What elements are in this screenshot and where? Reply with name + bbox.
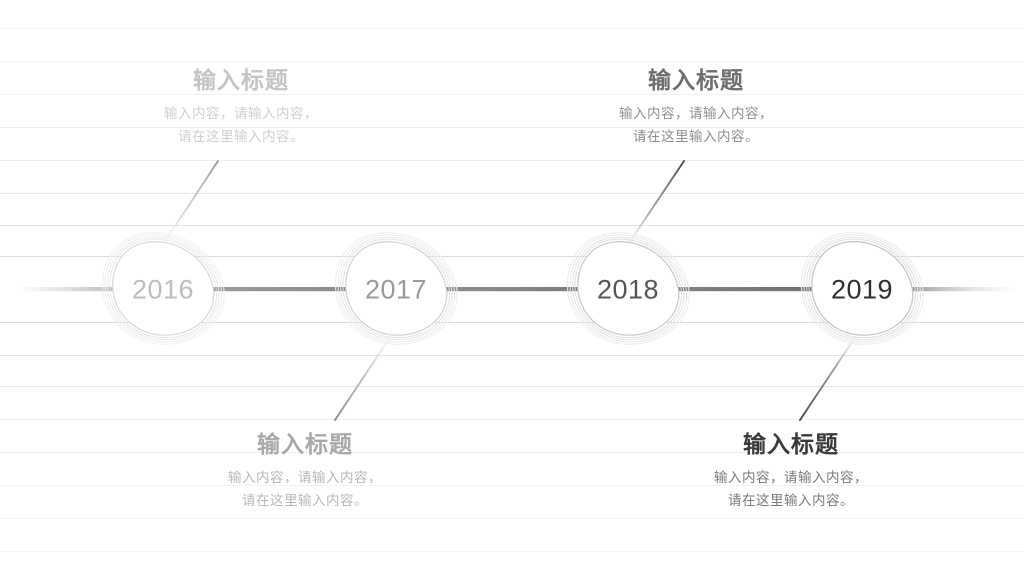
leader-line-2017 [334, 329, 396, 421]
callout-body-line2-2018: 请在这里输入内容。 [633, 129, 759, 145]
callout-body-line2-2016: 请在这里输入内容。 [178, 129, 304, 145]
callout-body-2018: 输入内容，请输入内容， 请在这里输入内容。 [546, 102, 846, 149]
callout-body-line1-2019: 输入内容，请输入内容， [714, 469, 868, 485]
callout-2019: 输入标题 输入内容，请输入内容， 请在这里输入内容。 [641, 430, 941, 513]
callout-body-line1-2018: 输入内容，请输入内容， [619, 105, 773, 121]
axis-segment-2018-2019 [674, 287, 822, 292]
callout-body-line2-2019: 请在这里输入内容。 [728, 493, 854, 509]
callout-title-2016: 输入标题 [193, 67, 289, 93]
callout-body-line1-2017: 输入内容，请输入内容， [228, 469, 382, 485]
callout-2016: 输入标题 输入内容，请输入内容， 请在这里输入内容。 [91, 66, 391, 149]
axis-segment-2016-2017 [208, 287, 356, 292]
callout-title-2018: 输入标题 [648, 67, 744, 93]
callout-title-2017: 输入标题 [257, 431, 353, 457]
axis-left-tail [18, 287, 140, 292]
axis-segment-2017-2018 [442, 287, 588, 292]
callout-2017: 输入标题 输入内容，请输入内容， 请在这里输入内容。 [155, 430, 455, 513]
callout-body-line2-2017: 请在这里输入内容。 [242, 493, 368, 509]
callout-body-2019: 输入内容，请输入内容， 请在这里输入内容。 [641, 466, 941, 513]
callout-2018: 输入标题 输入内容，请输入内容， 请在这里输入内容。 [546, 66, 846, 149]
leader-line-2019 [799, 329, 861, 421]
year-label-2018: 2018 [596, 274, 660, 305]
callout-body-2017: 输入内容，请输入内容， 请在这里输入内容。 [155, 466, 455, 513]
axis-right-tail [906, 287, 1016, 292]
callout-title-2019: 输入标题 [743, 431, 839, 457]
year-label-2016: 2016 [131, 274, 195, 305]
callout-body-2016: 输入内容，请输入内容， 请在这里输入内容。 [91, 102, 391, 149]
callout-body-line1-2016: 输入内容，请输入内容， [164, 105, 318, 121]
year-label-2019: 2019 [830, 274, 894, 305]
year-label-2017: 2017 [364, 274, 428, 305]
